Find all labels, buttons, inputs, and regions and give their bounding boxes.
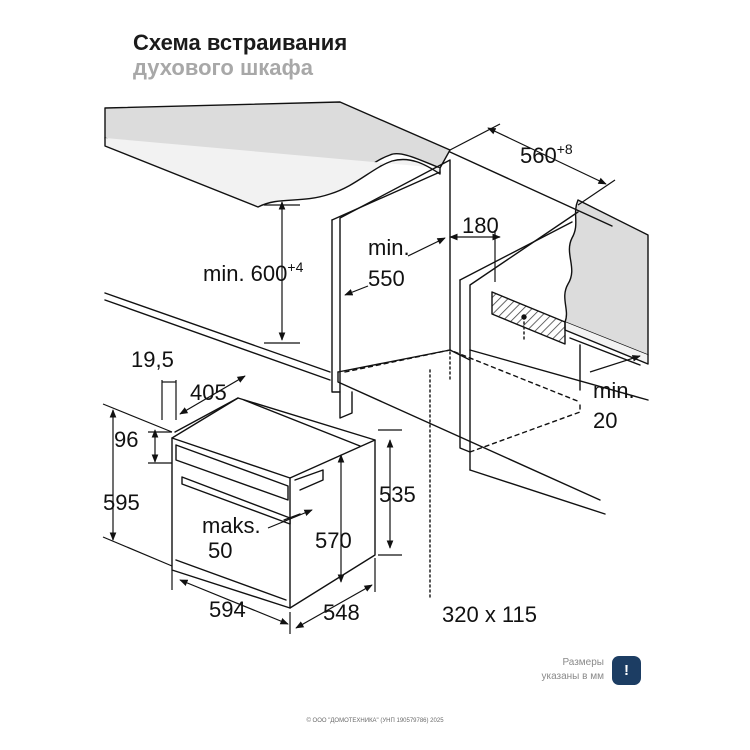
dim-vent-gap: 180 [462, 213, 499, 238]
niche-left-panel [331, 159, 451, 393]
dim-inner-height: 535 [379, 482, 416, 507]
dim-handle-depth: 405 [190, 380, 227, 405]
dim-depth-min-label: min. [368, 235, 410, 260]
diagram-title: Схема встраивания духового шкафа [133, 30, 347, 80]
title-line-2: духового шкафа [133, 55, 314, 80]
copyright: © ООО "ДОМОТЕХНИКА" (УНП 190579786) 2025 [306, 718, 444, 724]
dim-depth-min-value: 550 [368, 266, 405, 291]
dim-vent-opening: 320 x 115 [442, 602, 537, 627]
dim-side-min-label: min. [593, 378, 635, 403]
oven-handle [181, 476, 291, 525]
dim-side-min-value: 20 [593, 408, 617, 433]
oven-body [171, 397, 376, 609]
units-note-line-2: указаны в мм [541, 671, 604, 682]
dim-body-height: 570 [315, 528, 352, 553]
dim-height-min: min. 600+4 [203, 259, 304, 286]
units-note: Размеры указаны в мм [500, 656, 604, 684]
oven-control-panel [175, 444, 289, 501]
info-badge: ! [612, 656, 641, 685]
dim-front-thickness: 19,5 [131, 347, 174, 372]
dim-total-height: 595 [103, 490, 140, 515]
dim-maks-label: maks. [202, 513, 261, 538]
dim-front-width: 594 [209, 597, 246, 622]
dim-maks-value: 50 [208, 538, 232, 563]
dim-body-depth: 548 [323, 600, 360, 625]
dim-top-offset: 96 [114, 427, 138, 452]
dim-width-top: 560+8 [520, 141, 573, 168]
title-line-1: Схема встраивания [133, 30, 348, 55]
countertop-front [104, 137, 441, 208]
units-note-line-1: Размеры [562, 657, 604, 668]
countertop-right [564, 199, 649, 356]
vent-hatch [491, 291, 566, 345]
